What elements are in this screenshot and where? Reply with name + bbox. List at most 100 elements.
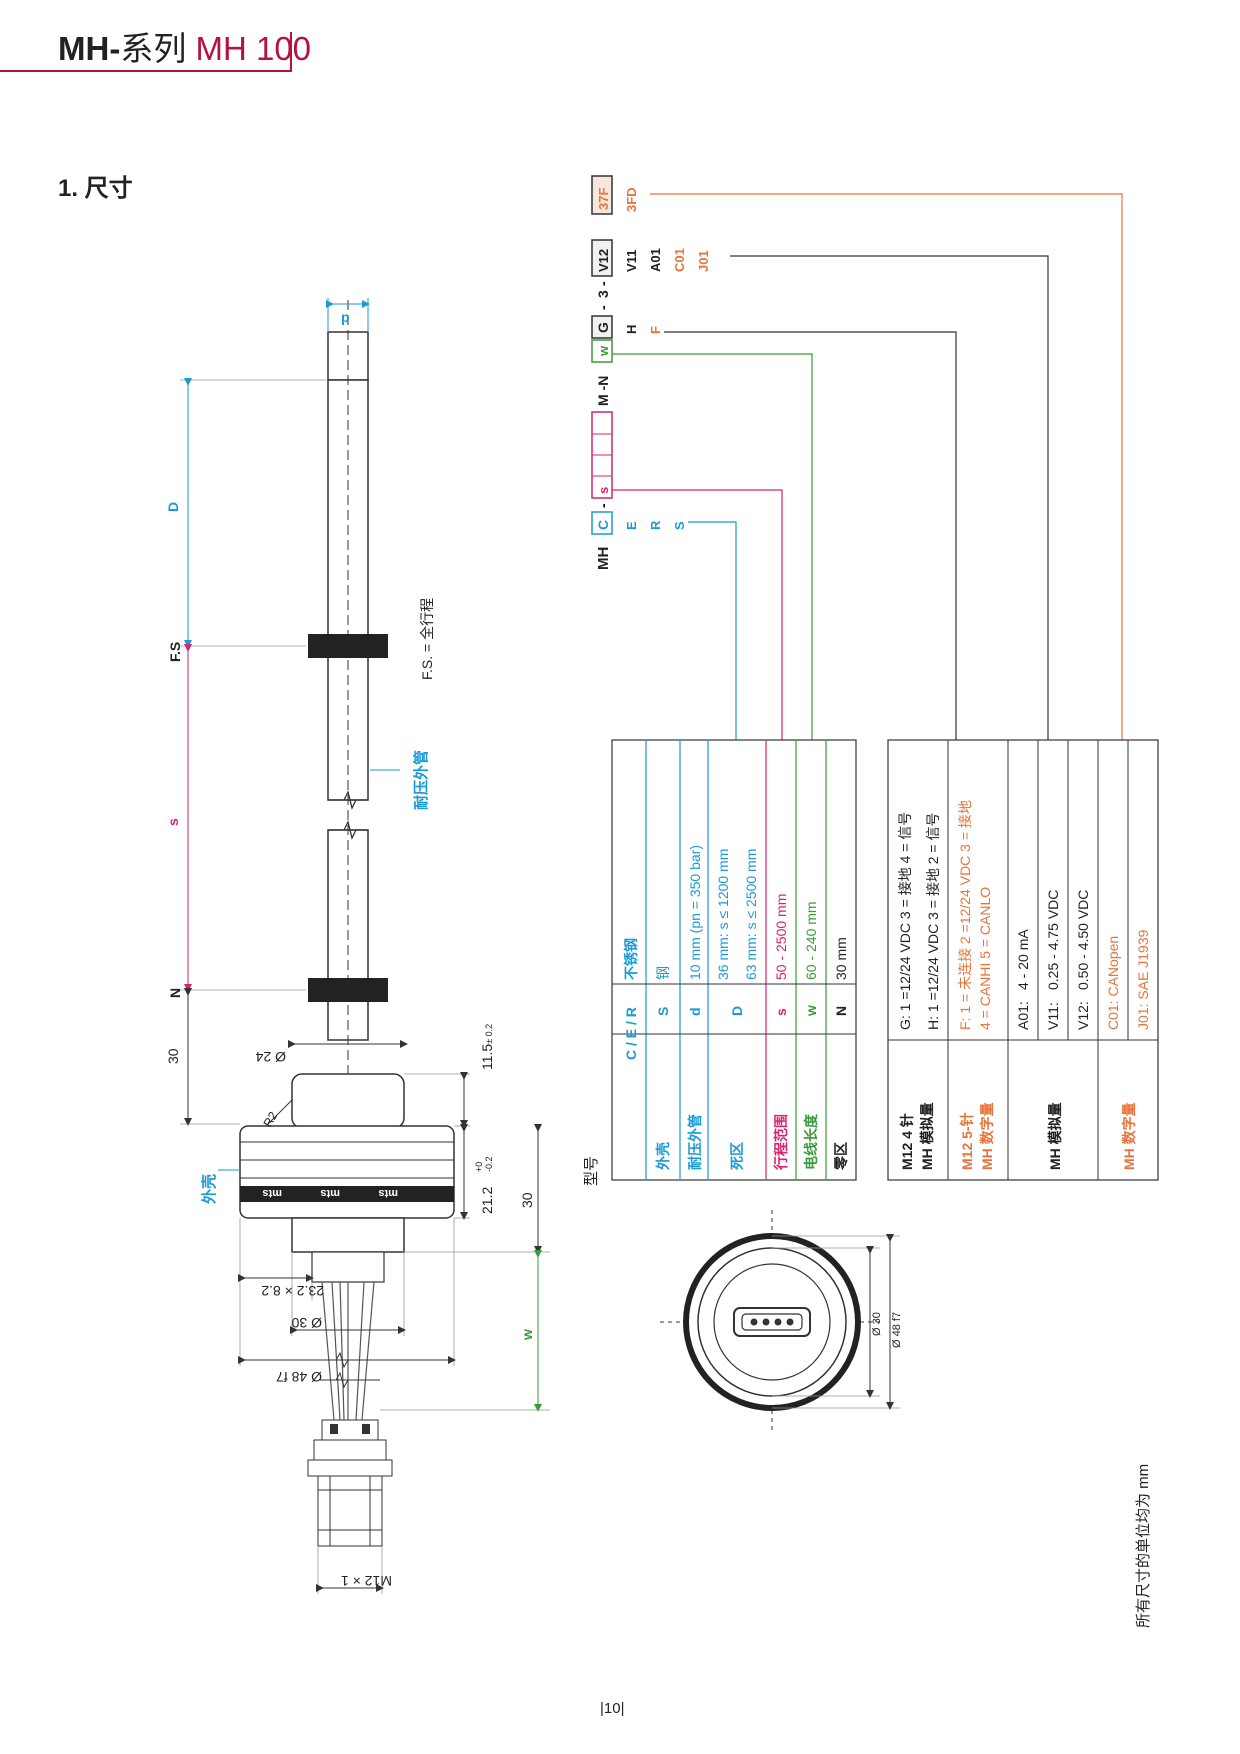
brand-mark: mts bbox=[378, 1187, 398, 1199]
magnet-n bbox=[308, 978, 388, 1002]
opt-V11: V11 bbox=[624, 250, 639, 272]
dim-30-right: 30 bbox=[519, 1192, 535, 1208]
dim-R2: R2 bbox=[260, 1109, 280, 1130]
opt-F: F bbox=[648, 326, 663, 334]
code-prefix: MH bbox=[595, 547, 612, 570]
t1-r2-label: 耐压外管 bbox=[687, 1114, 703, 1170]
svg-text:10 mm (pn = 350 bar): 10 mm (pn = 350 bar) bbox=[687, 845, 703, 980]
dim-N: N bbox=[167, 988, 183, 998]
t1-r1-label: 外壳 bbox=[655, 1142, 671, 1170]
opt-R: R bbox=[648, 520, 663, 530]
svg-text:-0.2: -0.2 bbox=[484, 1156, 494, 1172]
magnet-fs bbox=[308, 634, 388, 658]
svg-text:-: - bbox=[595, 305, 611, 310]
code-v12: V12 bbox=[596, 249, 611, 272]
dim-11-5: 11.5± 0.2 bbox=[479, 1024, 495, 1070]
t1-r4-label: 行程范围 bbox=[773, 1114, 789, 1171]
dim-21-2: 21.2 bbox=[479, 1187, 495, 1214]
svg-text:V12:: V12: bbox=[1075, 1001, 1091, 1030]
dim-23-2: 23.2 × 8.2 bbox=[261, 1283, 324, 1299]
header-rule bbox=[0, 70, 292, 72]
t1-r6-label: 零区 bbox=[833, 1142, 849, 1171]
dim-30-top: 30 bbox=[165, 1048, 181, 1064]
svg-text:s: s bbox=[773, 1008, 789, 1016]
svg-text:4 - 20 mA: 4 - 20 mA bbox=[1015, 929, 1031, 990]
code-w: w bbox=[596, 345, 611, 357]
code-37f: 37F bbox=[596, 188, 611, 210]
t2-g: G: 1 =12/24 VDC 3 = 接地 4 = 信号 bbox=[897, 812, 913, 1030]
brand-mark: mts bbox=[262, 1187, 282, 1199]
t2-r3-label: MH 模拟量 bbox=[1047, 1102, 1063, 1170]
svg-text:0.25 - 4.75 VDC: 0.25 - 4.75 VDC bbox=[1045, 890, 1061, 990]
svg-text:63 mm: s ≤ 2500 mm: 63 mm: s ≤ 2500 mm bbox=[743, 849, 759, 980]
t2-r4-label: MH 数字量 bbox=[1121, 1102, 1137, 1170]
svg-text:0.50 - 4.50 VDC: 0.50 - 4.50 VDC bbox=[1075, 890, 1091, 990]
t2-r1-label2: MH 模拟量 bbox=[919, 1102, 935, 1170]
code-3: 3 bbox=[595, 290, 611, 298]
svg-text:+0: +0 bbox=[474, 1162, 484, 1172]
housing-body bbox=[239, 1125, 455, 1219]
opt-J01: J01 bbox=[696, 250, 711, 272]
spec-table-1: C / E / R 不锈钢 外壳 S 钢 耐压外管 d 10 mm (pn = … bbox=[611, 739, 857, 1181]
code-s: s bbox=[596, 487, 611, 494]
dim-FS: F.S bbox=[167, 642, 183, 662]
svg-text:N: N bbox=[833, 1006, 849, 1016]
dim-24: Ø 24 bbox=[255, 1049, 286, 1065]
cable-bundle bbox=[321, 1281, 375, 1421]
header-rule-vertical bbox=[290, 32, 292, 72]
label-type: 型号 bbox=[583, 1156, 600, 1186]
t1-r5-label: 电线长度 bbox=[803, 1113, 819, 1170]
t1-r3-label: 死区 bbox=[729, 1142, 745, 1171]
page-number: |10| bbox=[600, 1700, 625, 1717]
opt-H: H bbox=[624, 325, 639, 334]
opt-3FD: 3FD bbox=[624, 187, 639, 212]
opt-A01: A01 bbox=[648, 248, 663, 272]
t2-r1-label1: M12 4 针 bbox=[899, 1113, 915, 1170]
dim-30-dia: Ø 30 bbox=[291, 1315, 322, 1331]
svg-text:钢: 钢 bbox=[655, 966, 671, 980]
t2-r2-label1: M12 5-针 bbox=[959, 1112, 975, 1170]
section-title: 1. 尺寸 bbox=[58, 175, 133, 202]
front-view: Ø 30 Ø 48 f7 bbox=[660, 1210, 903, 1434]
svg-text:30 mm: 30 mm bbox=[833, 937, 849, 980]
dim-s: s bbox=[165, 818, 181, 826]
code-c: C bbox=[595, 520, 611, 530]
dim-w: w bbox=[519, 1329, 535, 1341]
housing-label: 外壳 bbox=[200, 1174, 218, 1205]
spec-table-2: M12 4 针 MH 模拟量 G: 1 =12/24 VDC 3 = 接地 4 … bbox=[887, 739, 1159, 1181]
units-note: 所有尺寸的单位均为 mm bbox=[1135, 1464, 1152, 1628]
front-dim-48: Ø 48 f7 bbox=[891, 1312, 903, 1348]
svg-text:w: w bbox=[803, 1005, 819, 1017]
dim-D: D bbox=[165, 502, 181, 512]
svg-text:-: - bbox=[595, 503, 611, 508]
t2-f: F: 1 = 未连接 2 =12/24 VDC 3 = 接地 bbox=[957, 800, 973, 1030]
dim-m12: M12 × 1 bbox=[341, 1573, 392, 1589]
svg-text:60 - 240 mm: 60 - 240 mm bbox=[803, 901, 819, 980]
opt-E: E bbox=[624, 521, 639, 530]
code-g: G bbox=[595, 322, 611, 333]
t1-h2: 不锈钢 bbox=[623, 938, 639, 980]
svg-text:50 - 2500 mm: 50 - 2500 mm bbox=[773, 894, 789, 980]
t1-h1: C / E / R bbox=[623, 1007, 639, 1060]
series-bold: MH- bbox=[58, 30, 121, 67]
t2-f2: 4 = CANHI 5 = CANLO bbox=[977, 887, 993, 1030]
brand-mark: mts bbox=[320, 1187, 340, 1199]
svg-text:V11:: V11: bbox=[1045, 1002, 1061, 1030]
dim-48: Ø 48 f7 bbox=[276, 1369, 322, 1385]
order-code: MH C - s M -N w G - 3 - V12 3 bbox=[591, 175, 1123, 740]
svg-text:36 mm: s ≤ 1200 mm: 36 mm: s ≤ 1200 mm bbox=[715, 849, 731, 980]
housing-flange bbox=[291, 1073, 405, 1129]
opt-S: S bbox=[672, 521, 687, 530]
svg-text:A01:: A01: bbox=[1015, 1001, 1031, 1030]
opt-C01: C01 bbox=[672, 248, 687, 272]
t2-h: H: 1 =12/24 VDC 3 = 接地 2 = 信号 bbox=[925, 813, 941, 1031]
svg-text:D: D bbox=[729, 1006, 745, 1016]
pipe-label: 耐压外管 bbox=[412, 750, 430, 810]
fs-note: F.S. = 全行程 bbox=[419, 598, 435, 680]
front-dim-30: Ø 30 bbox=[871, 1312, 883, 1336]
svg-text:-: - bbox=[595, 281, 611, 286]
code-mn: M -N bbox=[595, 376, 611, 406]
side-view: mts mts mts bbox=[239, 300, 455, 1547]
